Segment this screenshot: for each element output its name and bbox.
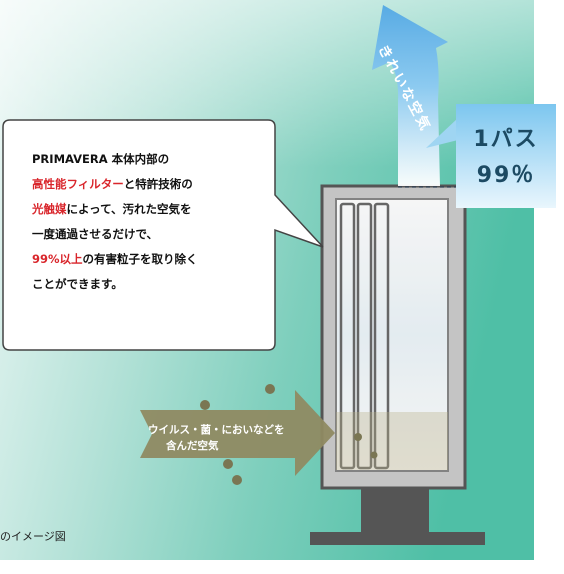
dirty-air-line1: ウイルス・菌・においなどを <box>148 424 285 436</box>
device-base <box>310 532 485 545</box>
callout-line6: ことができます。 <box>32 277 123 291</box>
pass-badge-line1: 1パス <box>473 127 539 152</box>
callout-line1: PRIMAVERA 本体内部の <box>32 152 170 166</box>
particles <box>200 384 378 485</box>
dirty-air-line2: 含んだ空気 <box>166 440 219 452</box>
pass-badge <box>456 104 556 208</box>
device-stand <box>361 487 429 535</box>
speech-bubble <box>2 119 324 351</box>
callout-text: PRIMAVERA 本体内部の 高性能フィルターと特許技術の 光触媒によって、汚… <box>32 147 242 297</box>
callout-line4: 一度通過させるだけで、 <box>32 227 159 241</box>
filter-panels <box>339 202 390 470</box>
pass-badge-line2: 99％ <box>476 163 536 188</box>
callout-line3: 光触媒によって、汚れた空気を <box>32 202 192 216</box>
dirty-air-label: ウイルス・菌・においなどを 含んだ空気 <box>148 422 328 454</box>
clean-air-arrow <box>372 5 448 186</box>
callout-line5: 99%以上の有害粒子を取り除く <box>32 252 198 266</box>
pass-badge-pointer <box>426 118 458 148</box>
pass-badge-text: 1パス 99％ <box>456 107 556 207</box>
dirty-air-arrow <box>140 390 335 476</box>
callout-line2: 高性能フィルターと特許技術の <box>32 177 193 191</box>
image-caption: のイメージ図 <box>0 530 66 543</box>
